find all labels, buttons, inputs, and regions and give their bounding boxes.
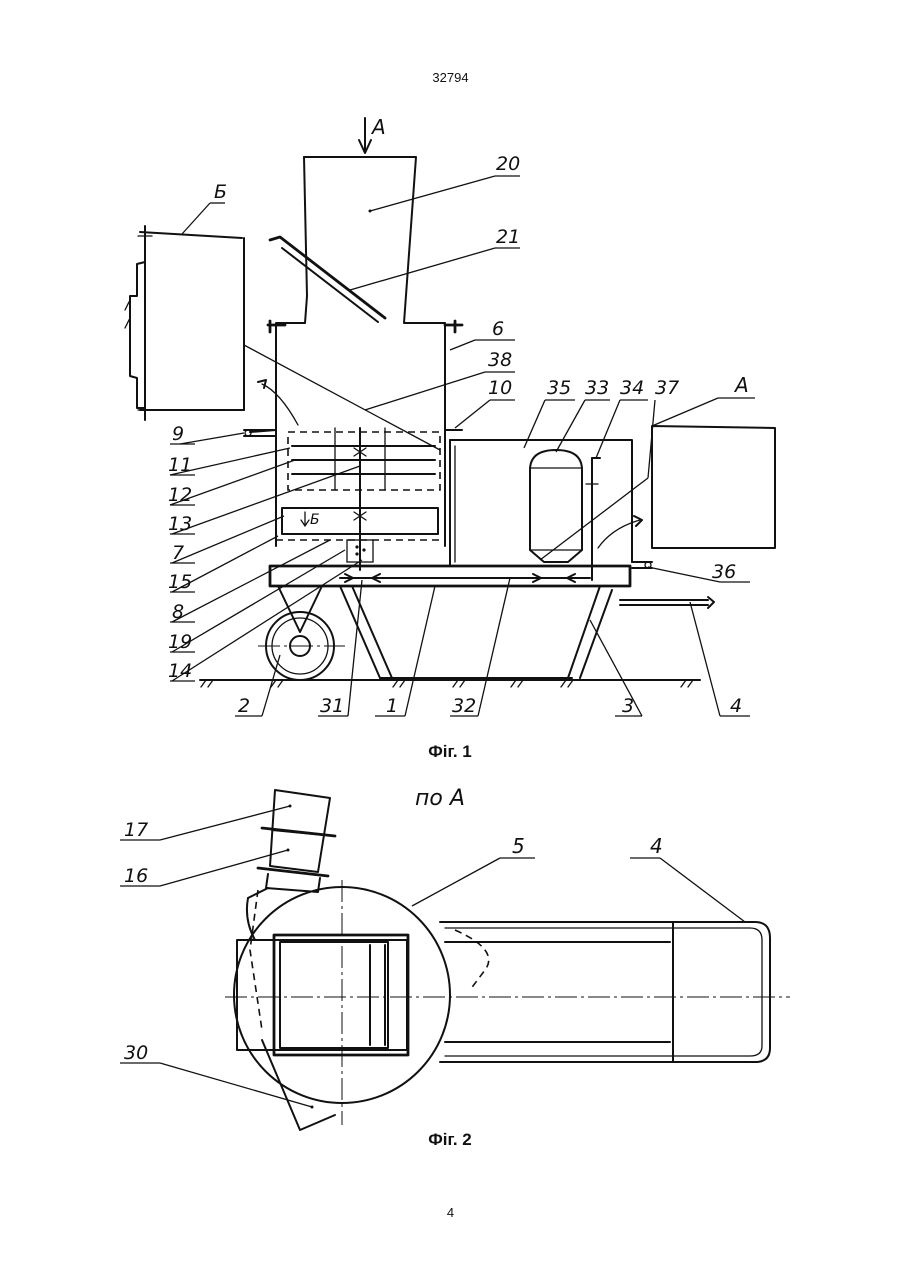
leg-left: [340, 586, 392, 678]
inclined-plate-21b: [282, 248, 378, 322]
label-19: 19: [168, 631, 192, 653]
sieve-inner: [280, 942, 388, 1048]
section-line-top: [140, 232, 242, 238]
label-16: 16: [124, 865, 148, 887]
bearing-dot-3: [362, 548, 365, 551]
label-12: 12: [168, 484, 192, 506]
label-6: 6: [492, 318, 504, 340]
label-1: 1: [386, 695, 398, 717]
chute-side-left: [248, 888, 268, 898]
bearing-dot-2: [355, 552, 358, 555]
label-17: 17: [124, 819, 148, 841]
frame-1: [270, 566, 630, 586]
label-35: 35: [547, 377, 571, 399]
label-33: 33: [585, 377, 609, 399]
view-arrow-letter: А: [370, 115, 386, 139]
label-36: 36: [712, 561, 736, 583]
flow-arrow-right: [598, 520, 640, 548]
compartment-35: [450, 440, 632, 562]
label-15: 15: [168, 571, 192, 593]
drawbar-4: [620, 600, 708, 605]
deck-edges: [445, 942, 670, 1042]
label-2: 2: [238, 695, 250, 717]
label-14: 14: [168, 660, 192, 682]
label-30: 30: [124, 1042, 148, 1064]
view-title: по А: [415, 786, 465, 811]
label-31: 31: [320, 695, 344, 717]
outlet-9: [244, 430, 276, 436]
label-7: 7: [172, 542, 184, 564]
figure-1: А: [125, 115, 775, 761]
label-10: 10: [488, 377, 512, 399]
dashed-contour: [455, 930, 489, 990]
sieve-outer: [237, 940, 407, 1050]
label-4-fig2: 4: [650, 834, 663, 858]
label-21: 21: [496, 226, 520, 248]
page-number: 4: [0, 1205, 901, 1220]
leader-lines-fig1: [170, 176, 755, 716]
label-view-a: А: [733, 373, 749, 397]
ground-hatch: [201, 680, 693, 687]
label-37: 37: [655, 377, 679, 399]
figure-1-caption: Фіг. 1: [428, 742, 472, 761]
wall-profile: [130, 262, 145, 408]
chute-16-base: [266, 874, 320, 892]
label-3: 3: [622, 695, 634, 717]
figure-2-caption: Фіг. 2: [428, 1130, 472, 1149]
motor-33: [530, 450, 582, 562]
label-8: 8: [172, 601, 184, 623]
flow-arrow-left: [262, 384, 298, 425]
label-32: 32: [452, 695, 476, 717]
label-20: 20: [496, 153, 520, 175]
label-34: 34: [620, 377, 644, 399]
label-38: 38: [488, 349, 512, 371]
container-a: [652, 426, 775, 548]
label-5: 5: [512, 834, 525, 858]
label-4: 4: [730, 695, 742, 717]
label-11: 11: [168, 454, 192, 476]
label-9: 9: [172, 423, 184, 445]
label-section-b: Б: [214, 181, 227, 203]
arrow-b-letter: Б: [310, 512, 320, 528]
figure-2: по А: [120, 786, 790, 1149]
label-13: 13: [168, 513, 192, 535]
drawbar-frame-4-inner: [445, 928, 762, 1056]
bearing-dot-1: [355, 545, 358, 548]
round-housing-dash: [250, 890, 262, 1030]
drawbar-4-end: [708, 597, 714, 608]
leg-3: [568, 586, 612, 678]
inclined-plate-21: [270, 237, 385, 318]
